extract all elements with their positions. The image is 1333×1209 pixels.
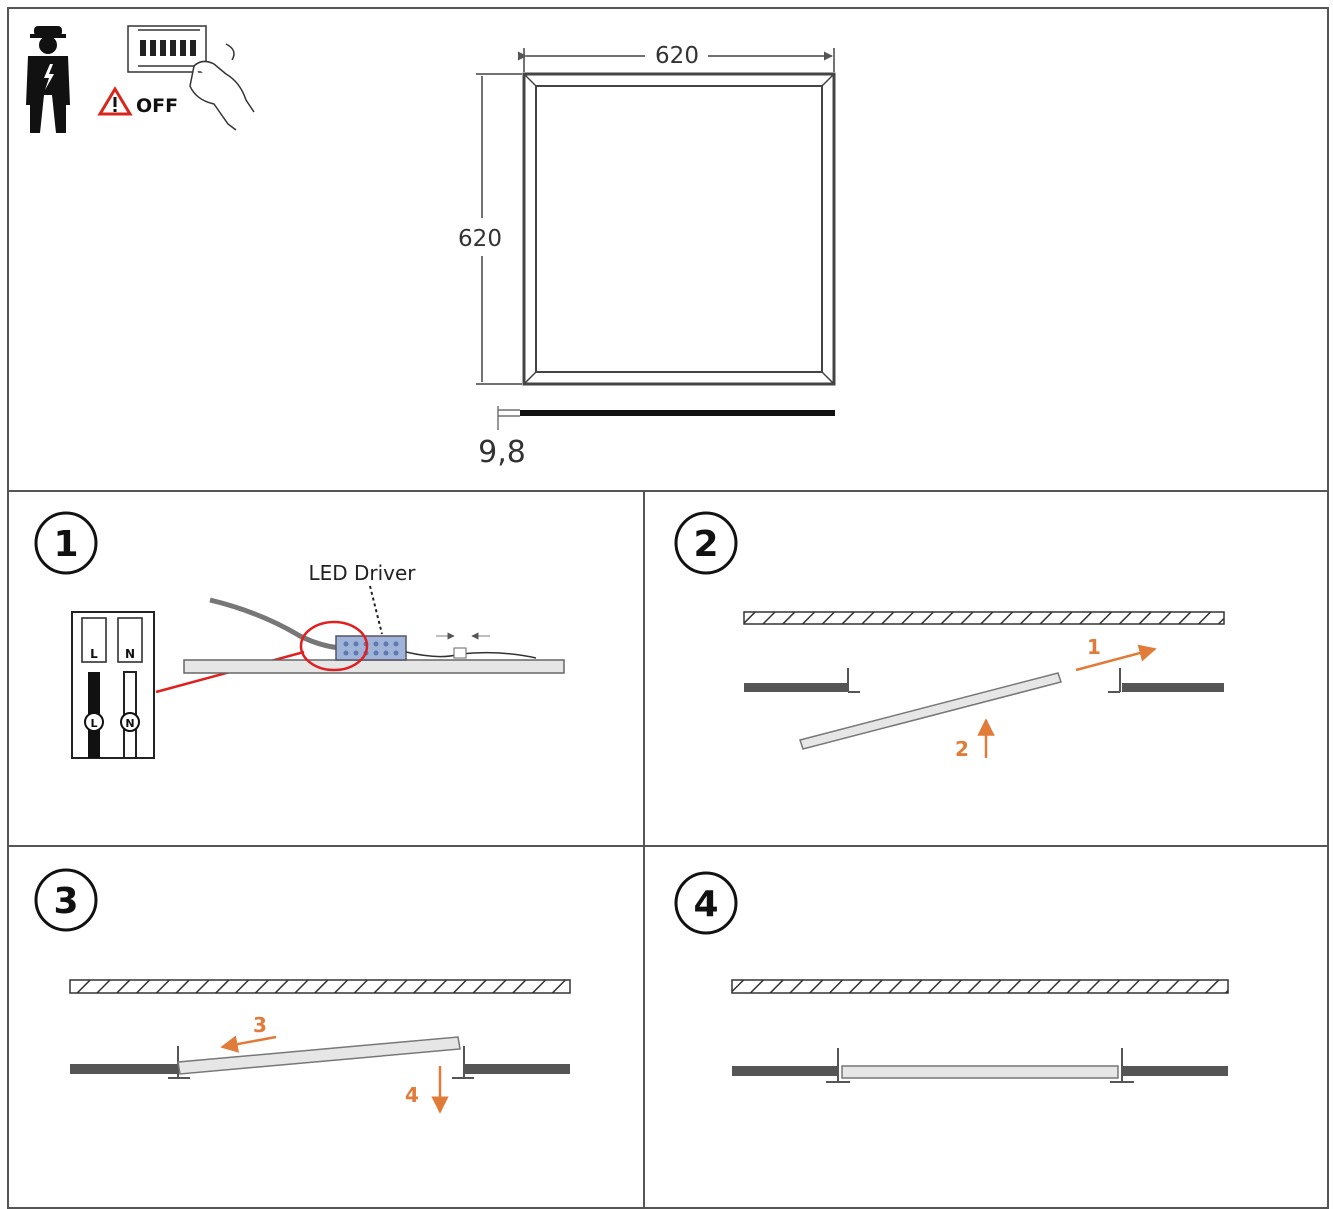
- electrician-icon: [26, 26, 70, 133]
- arrow-3: [220, 1035, 277, 1053]
- warning-icon: [97, 86, 133, 116]
- panel-with-driver: [183, 585, 565, 674]
- terminal-l-marker: [84, 712, 104, 732]
- step-4-badge: 4: [674, 871, 738, 935]
- width-dimension-line: [517, 48, 835, 72]
- ceiling-grid-rails: [732, 1048, 1228, 1083]
- driver-highlight-ellipse: [299, 620, 369, 672]
- step-2-number: 2: [693, 524, 718, 565]
- step-1-badge: 1: [34, 511, 98, 575]
- arrow-1-label: 1: [1087, 635, 1101, 659]
- arrow-3-label: 3: [253, 1013, 267, 1037]
- ceiling-slab: [69, 979, 571, 994]
- breaker-panel-icon: [127, 25, 207, 73]
- terminal-n-marker: [120, 712, 140, 732]
- arrow-2-label: 2: [955, 737, 969, 761]
- hand-icon: [189, 43, 255, 131]
- panel-side-profile: [497, 406, 835, 430]
- installed-panel: [841, 1065, 1119, 1079]
- height-dimension-line: [476, 73, 522, 385]
- ceiling-grid-rails: [744, 668, 1224, 693]
- terminal-l-marker-label: L: [90, 717, 97, 730]
- ceiling-slab: [743, 611, 1225, 625]
- terminal-l-label: L: [90, 647, 98, 661]
- step-1-number: 1: [53, 524, 78, 565]
- ceiling-slab: [731, 979, 1229, 994]
- arrow-4-label: 4: [405, 1083, 419, 1107]
- step-4-number: 4: [693, 884, 718, 925]
- height-label: 620: [458, 226, 502, 252]
- tilted-panel: [177, 1036, 461, 1075]
- terminal-n-marker-label: N: [125, 717, 134, 730]
- tilted-panel: [799, 672, 1062, 750]
- off-label: OFF: [136, 95, 178, 117]
- width-label: 620: [655, 43, 699, 69]
- step-3-number: 3: [53, 881, 78, 922]
- led-driver-label: LED Driver: [308, 561, 416, 585]
- page-frame: [7, 7, 1329, 1209]
- arrow-1: [1075, 644, 1157, 672]
- step-2-badge: 2: [674, 511, 738, 575]
- step-3-badge: 3: [34, 868, 98, 932]
- terminal-n-label: N: [125, 647, 135, 661]
- thickness-label: 9,8: [478, 435, 526, 470]
- terminal-block: L N: [71, 611, 155, 759]
- panel-outline: [522, 72, 836, 386]
